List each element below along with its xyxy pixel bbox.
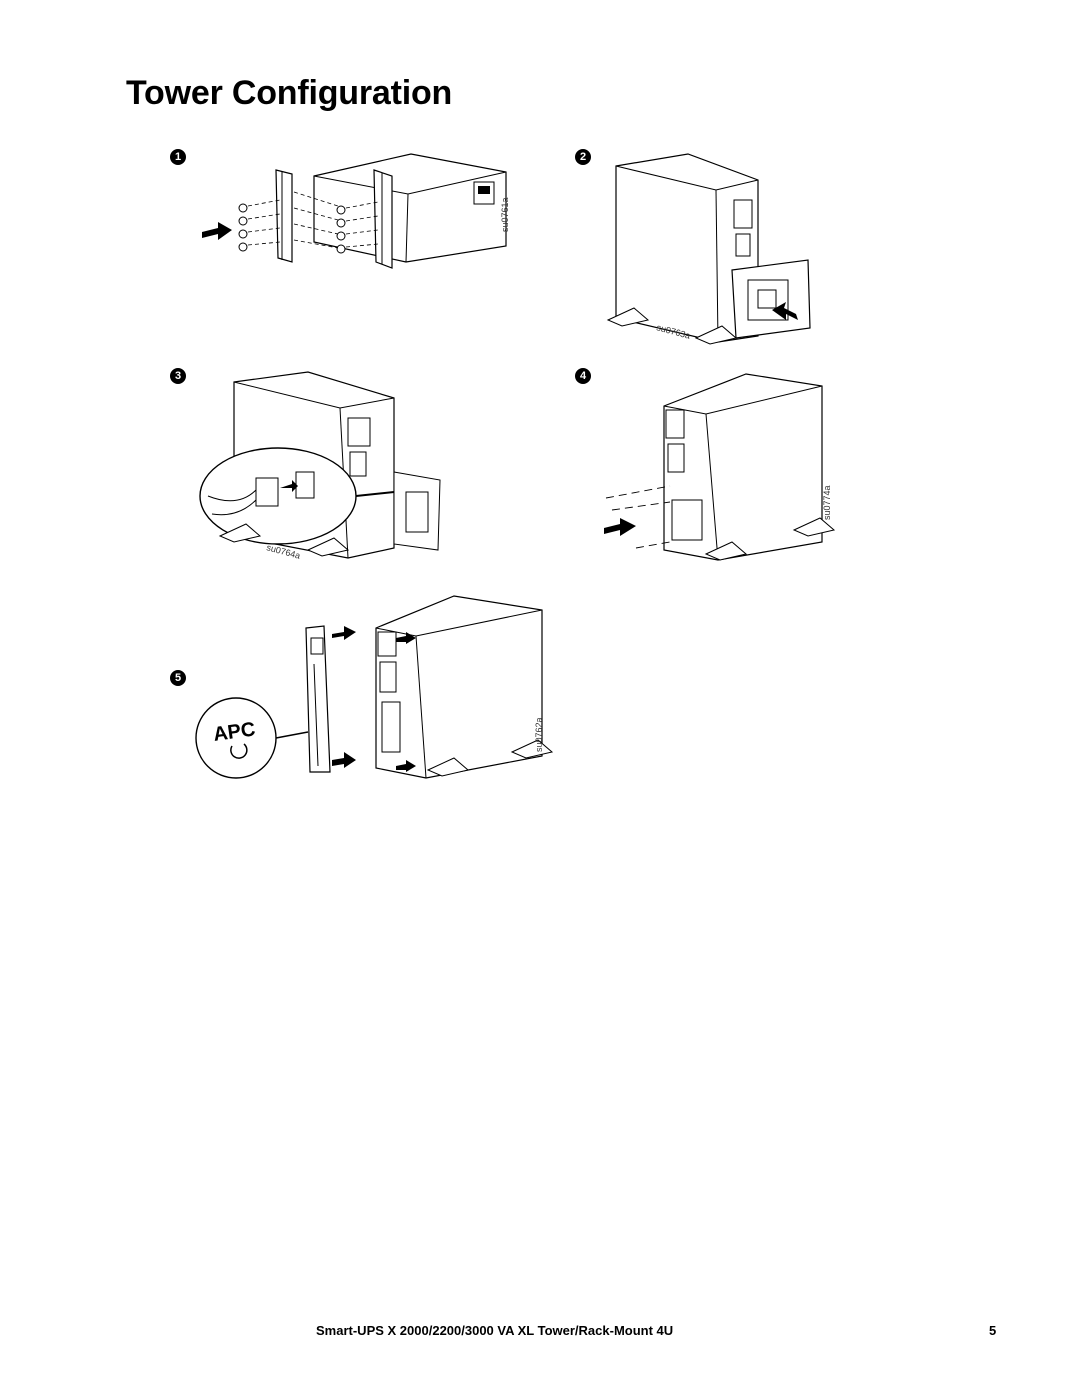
step-2-marker: 2 <box>575 149 591 165</box>
ups-front-bezel-install-illustration: APC su0762a <box>195 595 554 779</box>
step-1-figure: su0761a <box>196 150 526 280</box>
step-4-figure: su0774a <box>598 370 838 570</box>
step-5-marker: 5 <box>170 670 186 686</box>
step-5-figure: APC su0762a <box>195 592 556 792</box>
step-3-marker: 3 <box>170 368 186 384</box>
step-4-marker: 4 <box>575 368 591 384</box>
step-1-marker: 1 <box>170 149 186 165</box>
footer-document-title: Smart-UPS X 2000/2200/3000 VA XL Tower/R… <box>316 1323 674 1338</box>
footer-page-number: 5 <box>989 1323 997 1338</box>
page-title: Tower Configuration <box>126 74 453 112</box>
step-3-figure: su0764a <box>198 368 448 578</box>
step-5-figure-code: su0762a <box>534 717 544 752</box>
ups-battery-insert-illustration: su0774a <box>604 373 836 561</box>
step-2-figure: su0763a <box>598 150 828 350</box>
step-4-figure-code: su0774a <box>822 485 832 520</box>
ups-tower-battery-door-illustration: su0763a <box>606 153 811 345</box>
ups-bracket-mount-illustration: su0761a <box>202 153 510 269</box>
step-1-figure-code: su0761a <box>500 197 510 232</box>
ups-battery-connector-illustration: su0764a <box>199 371 441 561</box>
